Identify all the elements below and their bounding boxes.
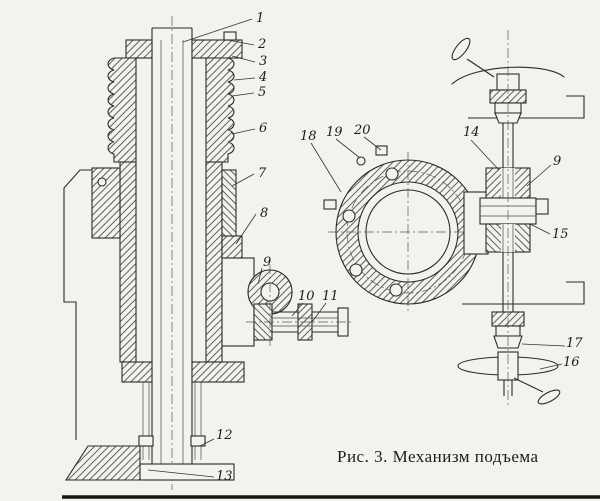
base-foot [64, 445, 235, 481]
front-view [323, 30, 585, 408]
callout-11: 11 [322, 289, 339, 304]
callout-12: 12 [216, 428, 233, 443]
frame-plates [462, 95, 585, 305]
callout-2: 2 [257, 37, 266, 52]
callout-9b: 9 [553, 154, 561, 169]
callout-13: 13 [216, 469, 233, 484]
callout-15: 15 [552, 227, 569, 242]
worm-gear-housing [479, 167, 549, 253]
callout-17: 17 [566, 336, 583, 351]
bottom-flange [121, 361, 245, 383]
wall-bracket [63, 167, 121, 440]
center-screw-rod [151, 16, 193, 490]
sectional-view [63, 16, 354, 490]
callout-5: 5 [258, 85, 266, 100]
callout-19: 19 [326, 125, 343, 140]
flange-disc [323, 145, 490, 314]
callout-14: 14 [463, 125, 480, 140]
callout-7: 7 [258, 166, 267, 181]
callout-20: 20 [353, 123, 371, 138]
top-cap [125, 31, 243, 59]
callout-10: 10 [298, 289, 315, 304]
callout-4: 4 [258, 70, 267, 85]
leader-lines [147, 18, 566, 478]
callout-18: 18 [300, 129, 317, 144]
callouts-left-view: 1 2 3 4 5 6 7 8 9 10 11 12 13 [216, 11, 339, 484]
figure-caption: Рис. 3. Механизм подъема [337, 447, 539, 466]
callout-9: 9 [263, 255, 271, 270]
top-handwheel [451, 37, 565, 124]
callout-3: 3 [259, 54, 267, 69]
callout-1: 1 [256, 11, 264, 26]
callout-16: 16 [563, 355, 580, 370]
bottom-handwheel [457, 351, 561, 405]
callouts-front-view: 18 19 20 14 9 15 17 16 [300, 123, 583, 370]
anchor-bolts [138, 382, 206, 460]
corrugated-sleeve [107, 57, 235, 163]
callout-8: 8 [260, 206, 268, 221]
callout-6: 6 [259, 121, 267, 136]
